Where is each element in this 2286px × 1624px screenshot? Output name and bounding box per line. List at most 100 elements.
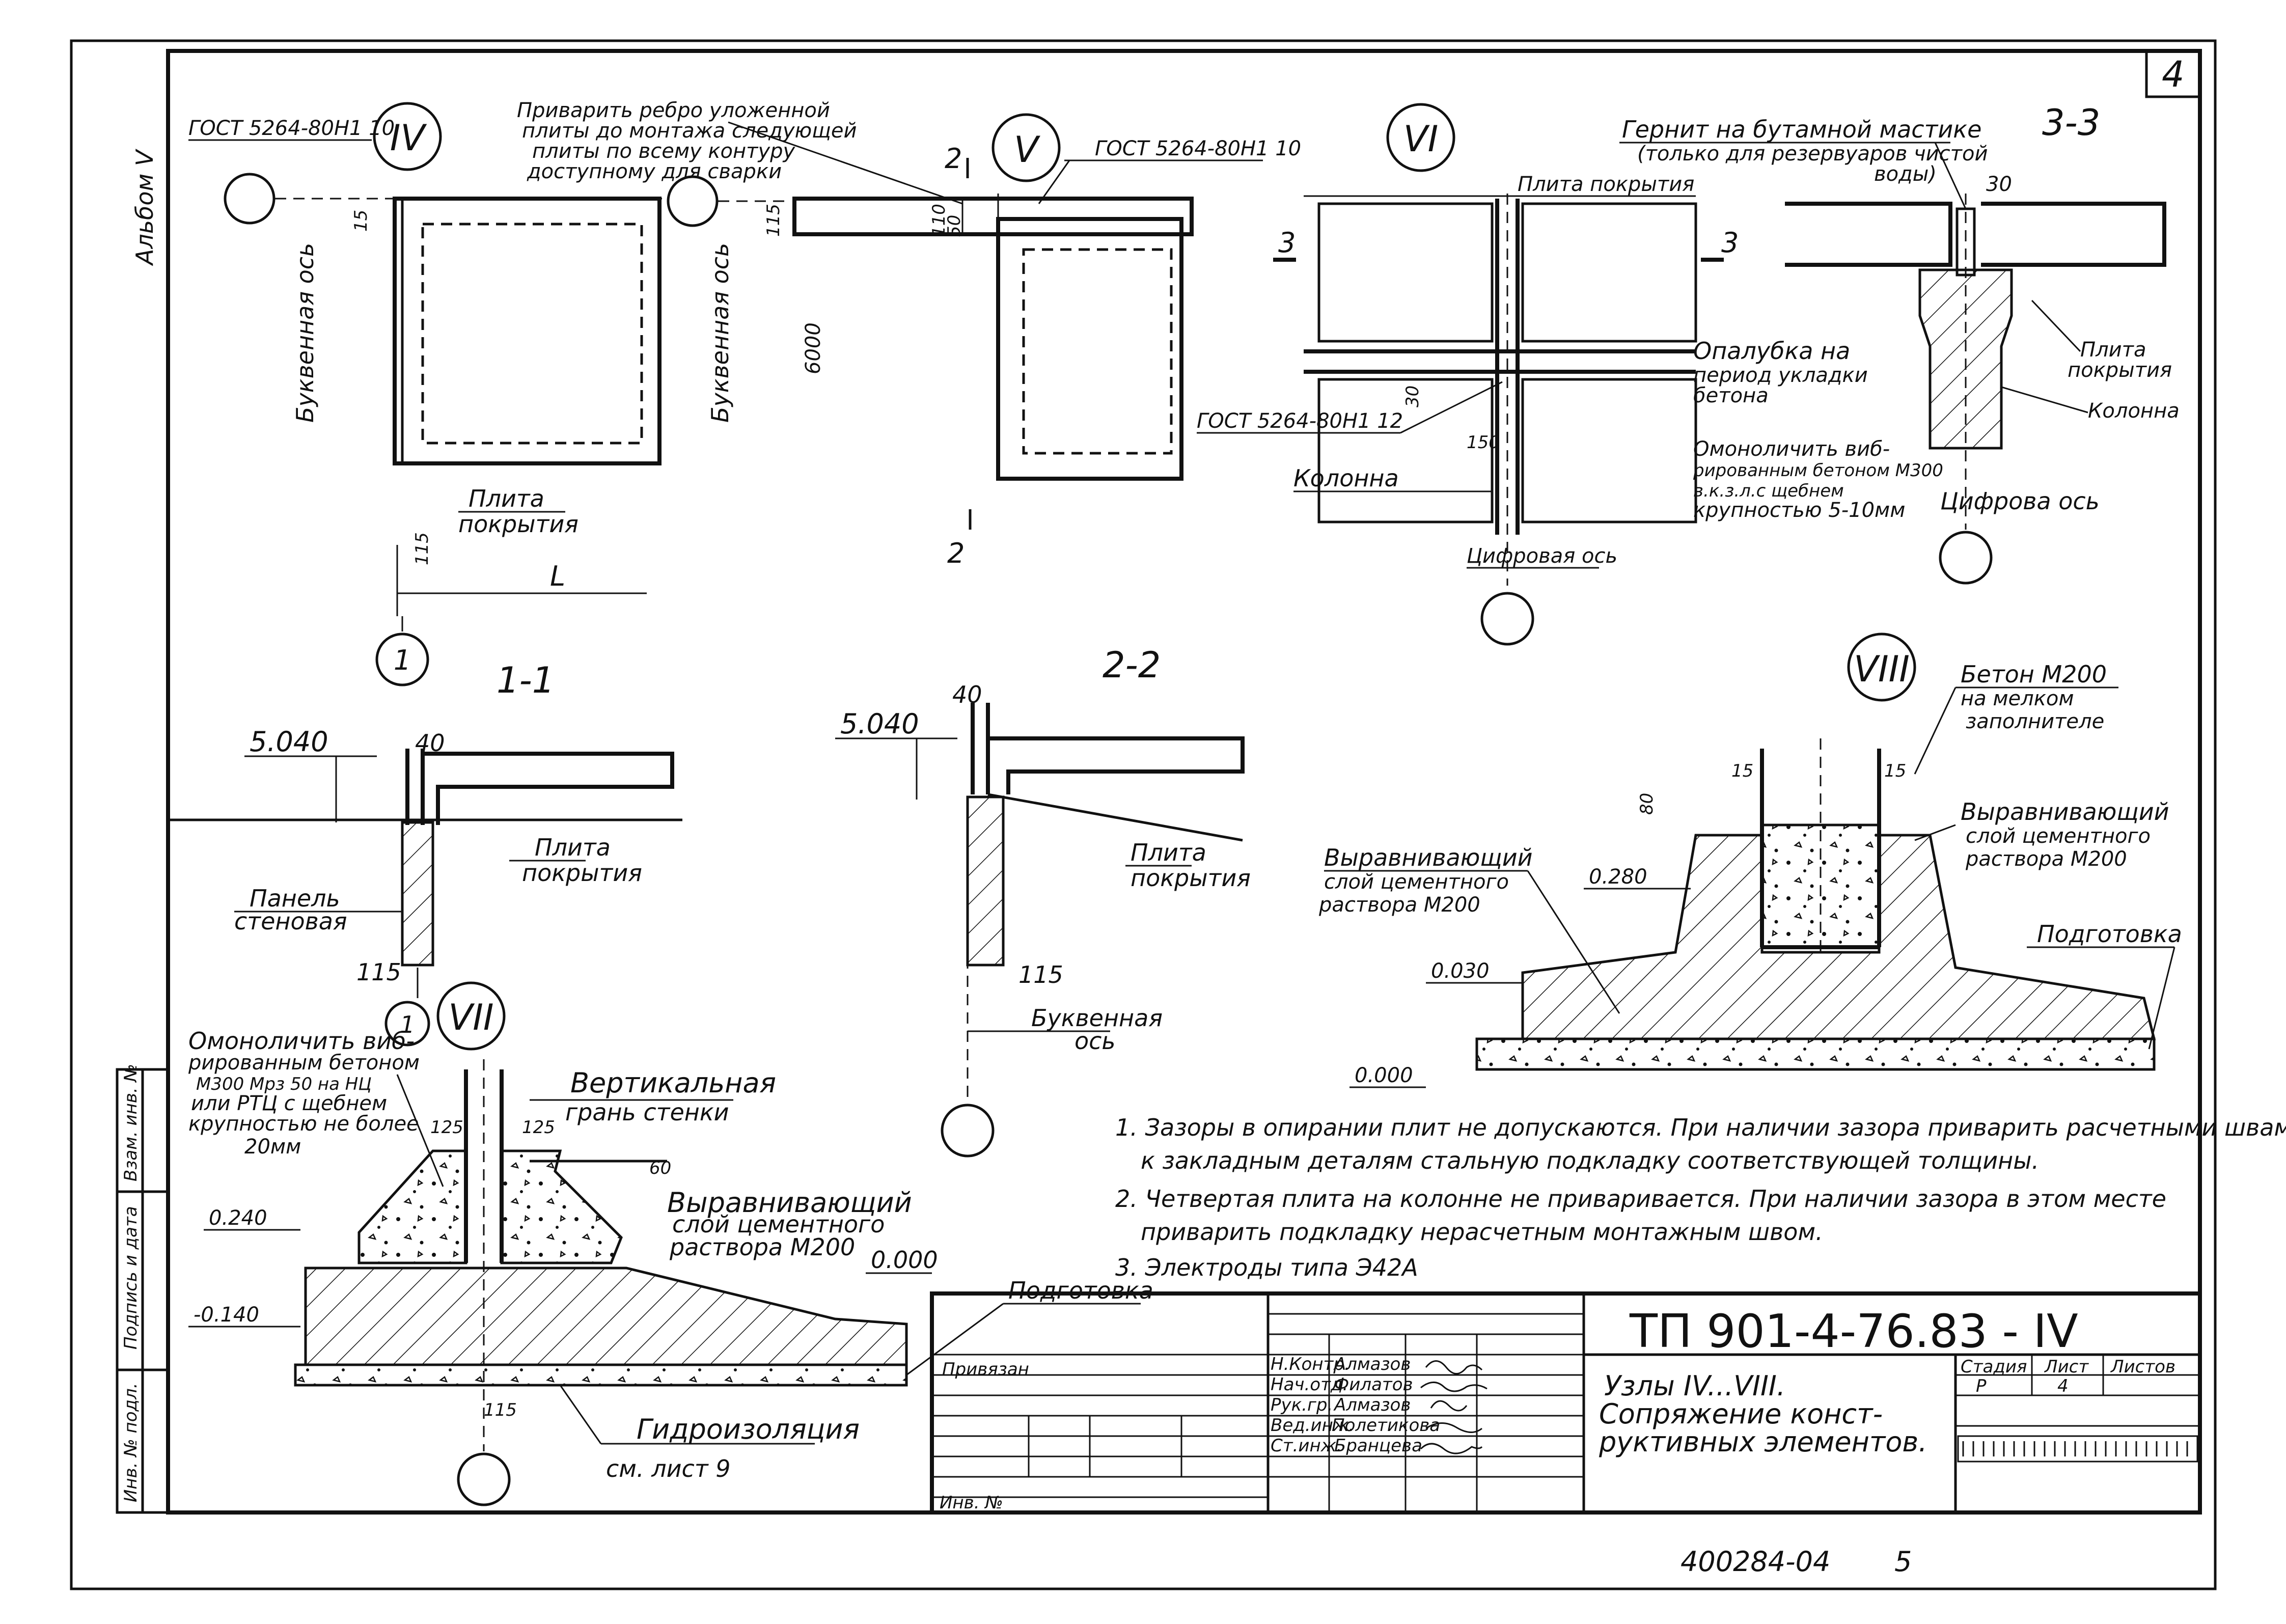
outer-frame [70,39,2217,1590]
node-v-dim-110: 110 [929,204,949,237]
node-iv-slab-2: покрытия [458,510,579,538]
node-viii: VIII Бетон М200 на мелком заполнителе 15… [1318,632,2182,1088]
note-1a: 1. Зазоры в опирании плит не допускаются… [1115,1114,2286,1141]
signature-1 [1425,1360,1483,1374]
album-label: Альбом V [131,148,158,266]
col-head-stage: Стадия [1961,1357,2027,1377]
node-vi-monolith-1: Омоноличить виб- [1693,437,1890,461]
section-3-3-label: 3-3 [2042,102,2100,144]
node-iv-dim-L: L [550,560,565,592]
axis-bubble-v [667,175,719,227]
title-block-title-3: руктивных элементов. [1599,1426,1927,1458]
section-1-1: 1-1 5.040 40 Плита покрытия Панель стено… [168,659,682,1047]
sec11-level: 5.040 [250,726,328,758]
node-viii-dim-15b: 15 [1884,761,1906,781]
signature-3 [1430,1400,1468,1412]
node-vi-formwork-3: бетона [1693,384,1769,407]
node-v-dim-115: 115 [763,204,784,237]
node-vii-lvl-0000: 0.000 [871,1246,938,1274]
node-viii-leveling-r-3: раствора М200 [1965,847,2127,871]
node-v-dim-50: 50 [944,215,965,237]
node-vi-dim-30: 30 [1402,386,1423,407]
name-5: Бранцева [1334,1436,1422,1456]
node-vii-lvl-m0140: -0.140 [194,1303,259,1327]
node-vi-label: VI [1403,118,1439,160]
role-3: Рук.гр. [1271,1395,1333,1415]
section-3-3: 3-3 Гернит на бутамной мастике (только д… [1619,102,2180,585]
footer-code: 400284-04 [1681,1546,1830,1578]
sec22-dim-115: 115 [1018,961,1063,988]
sec22-slab-2: покрытия [1131,864,1251,892]
title-block-privyazan: Привязан [942,1359,1029,1380]
corner-sheet-number: 4 [2162,53,2185,95]
node-vii-circle [436,981,506,1051]
axis-bubble-1 [375,632,429,686]
axis-bubble-vi [1480,592,1534,646]
node-viii-leveling-l-2: слой цементного [1324,870,1509,894]
node-vi-gost: ГОСТ 5264-80Н1 12 [1197,409,1403,433]
node-viii-lvl-0030: 0.030 [1431,959,1490,983]
node-vii-vertical-1: Вертикальная [570,1067,776,1099]
section-2-top-mark: 2 [945,143,962,175]
node-vii-monolith-6: 20мм [244,1135,301,1159]
sec33-dim-30: 30 [1986,173,2012,196]
role-5: Ст.инж. [1271,1436,1342,1456]
corner-sheet-box [2145,49,2201,98]
sec33-slab-2: покрытия [2068,359,2172,382]
node-viii-leveling-r-1: Выравнивающий [1961,798,2169,825]
title-block: Привязан Инв. № Н.Контр. Нач.отд. Рук.гр… [930,1291,2202,1515]
node-vii: VII Омоноличить виб- рированным бетоном … [188,981,1153,1506]
node-viii-concrete-1: Бетон М200 [1961,660,2107,688]
axis-bubble-33 [1939,531,1993,585]
node-viii-label: VIII [1854,648,1910,690]
node-vi-dim-150: 150 [1467,432,1500,453]
stage-value: Р [1976,1376,1987,1396]
axis-bubble-iv [224,173,276,225]
note-2a: 2. Четвертая плита на колонне не привари… [1115,1185,2166,1213]
sec11-dim-115: 115 [356,958,401,986]
node-vi-slab: Плита покрытия [1518,173,1694,196]
sec22-dim-40: 40 [952,681,982,708]
title-block-code: ТП 901-4-76.83 - IV [1629,1305,2078,1358]
title-block-inv: Инв. № [940,1493,1003,1513]
side-stamp-inv2: Взам. инв. № [121,1064,141,1181]
axis-bubble-1b [384,1001,430,1047]
sec33-axis: Цифрова ось [1940,487,2100,515]
signature-2 [1420,1382,1488,1392]
node-v-note-1: Приварить ребро уложенной [517,99,830,122]
node-vi-monolith-2: рированным бетоном М300 [1693,460,1943,481]
node-vi-monolith-3: в.к.з.л.с щебнем [1693,481,1844,501]
sec33-hermetic-2: (только для резервуаров чистой [1637,142,1988,166]
node-v-label: V [1014,129,1040,171]
side-stamp-inv: Инв. № подл. [121,1383,141,1502]
node-vi-axis: Цифровая ось [1467,544,1617,568]
node-viii-prep: Подготовка [2037,920,2182,948]
sec33-hermetic-3: воды) [1874,162,1937,186]
node-v-note-4: доступному для сварки [527,160,782,183]
role-1: Н.Контр. [1271,1354,1350,1374]
title-block-title-1: Узлы IV...VIII. [1604,1370,1785,1402]
sheet-value: 4 [2057,1376,2069,1396]
node-v-gost: ГОСТ 5264-80Н1 10 [1095,137,1301,160]
node-viii-circle [1847,632,1916,702]
org-stamp-strip [1957,1435,2198,1463]
node-iv-label: IV [390,117,427,159]
title-block-title-2: Сопряжение конст- [1599,1398,1883,1430]
node-vii-leveling-3: раствора М200 [669,1233,855,1261]
node-viii-concrete-2: на мелком [1961,687,2074,710]
sec33-hermetic-1: Гернит на бутамной мастике [1622,116,1981,143]
node-viii-leveling-r-2: слой цементного [1966,824,2151,848]
node-vi-formwork-1: Опалубка на [1693,337,1850,365]
node-v-note-3: плиты по всему контуру [532,140,796,163]
node-viii-leveling-l-1: Выравнивающий [1324,844,1533,871]
sec33-column: Колонна [2088,399,2180,423]
node-vi: VI Плита покрытия 3 3 ГОСТ 5264-80Н1 12 … [1197,103,1943,646]
sec11-slab-2: покрытия [522,859,642,887]
axis-bubble-vii [457,1452,511,1506]
col-head-sheets: Листов [2110,1357,2175,1377]
name-1: Алмазов [1333,1354,1411,1374]
node-vii-monolith-2: рированным бетоном [188,1051,420,1075]
node-vi-circle [1386,103,1455,172]
role-2: Нач.отд. [1271,1374,1348,1395]
